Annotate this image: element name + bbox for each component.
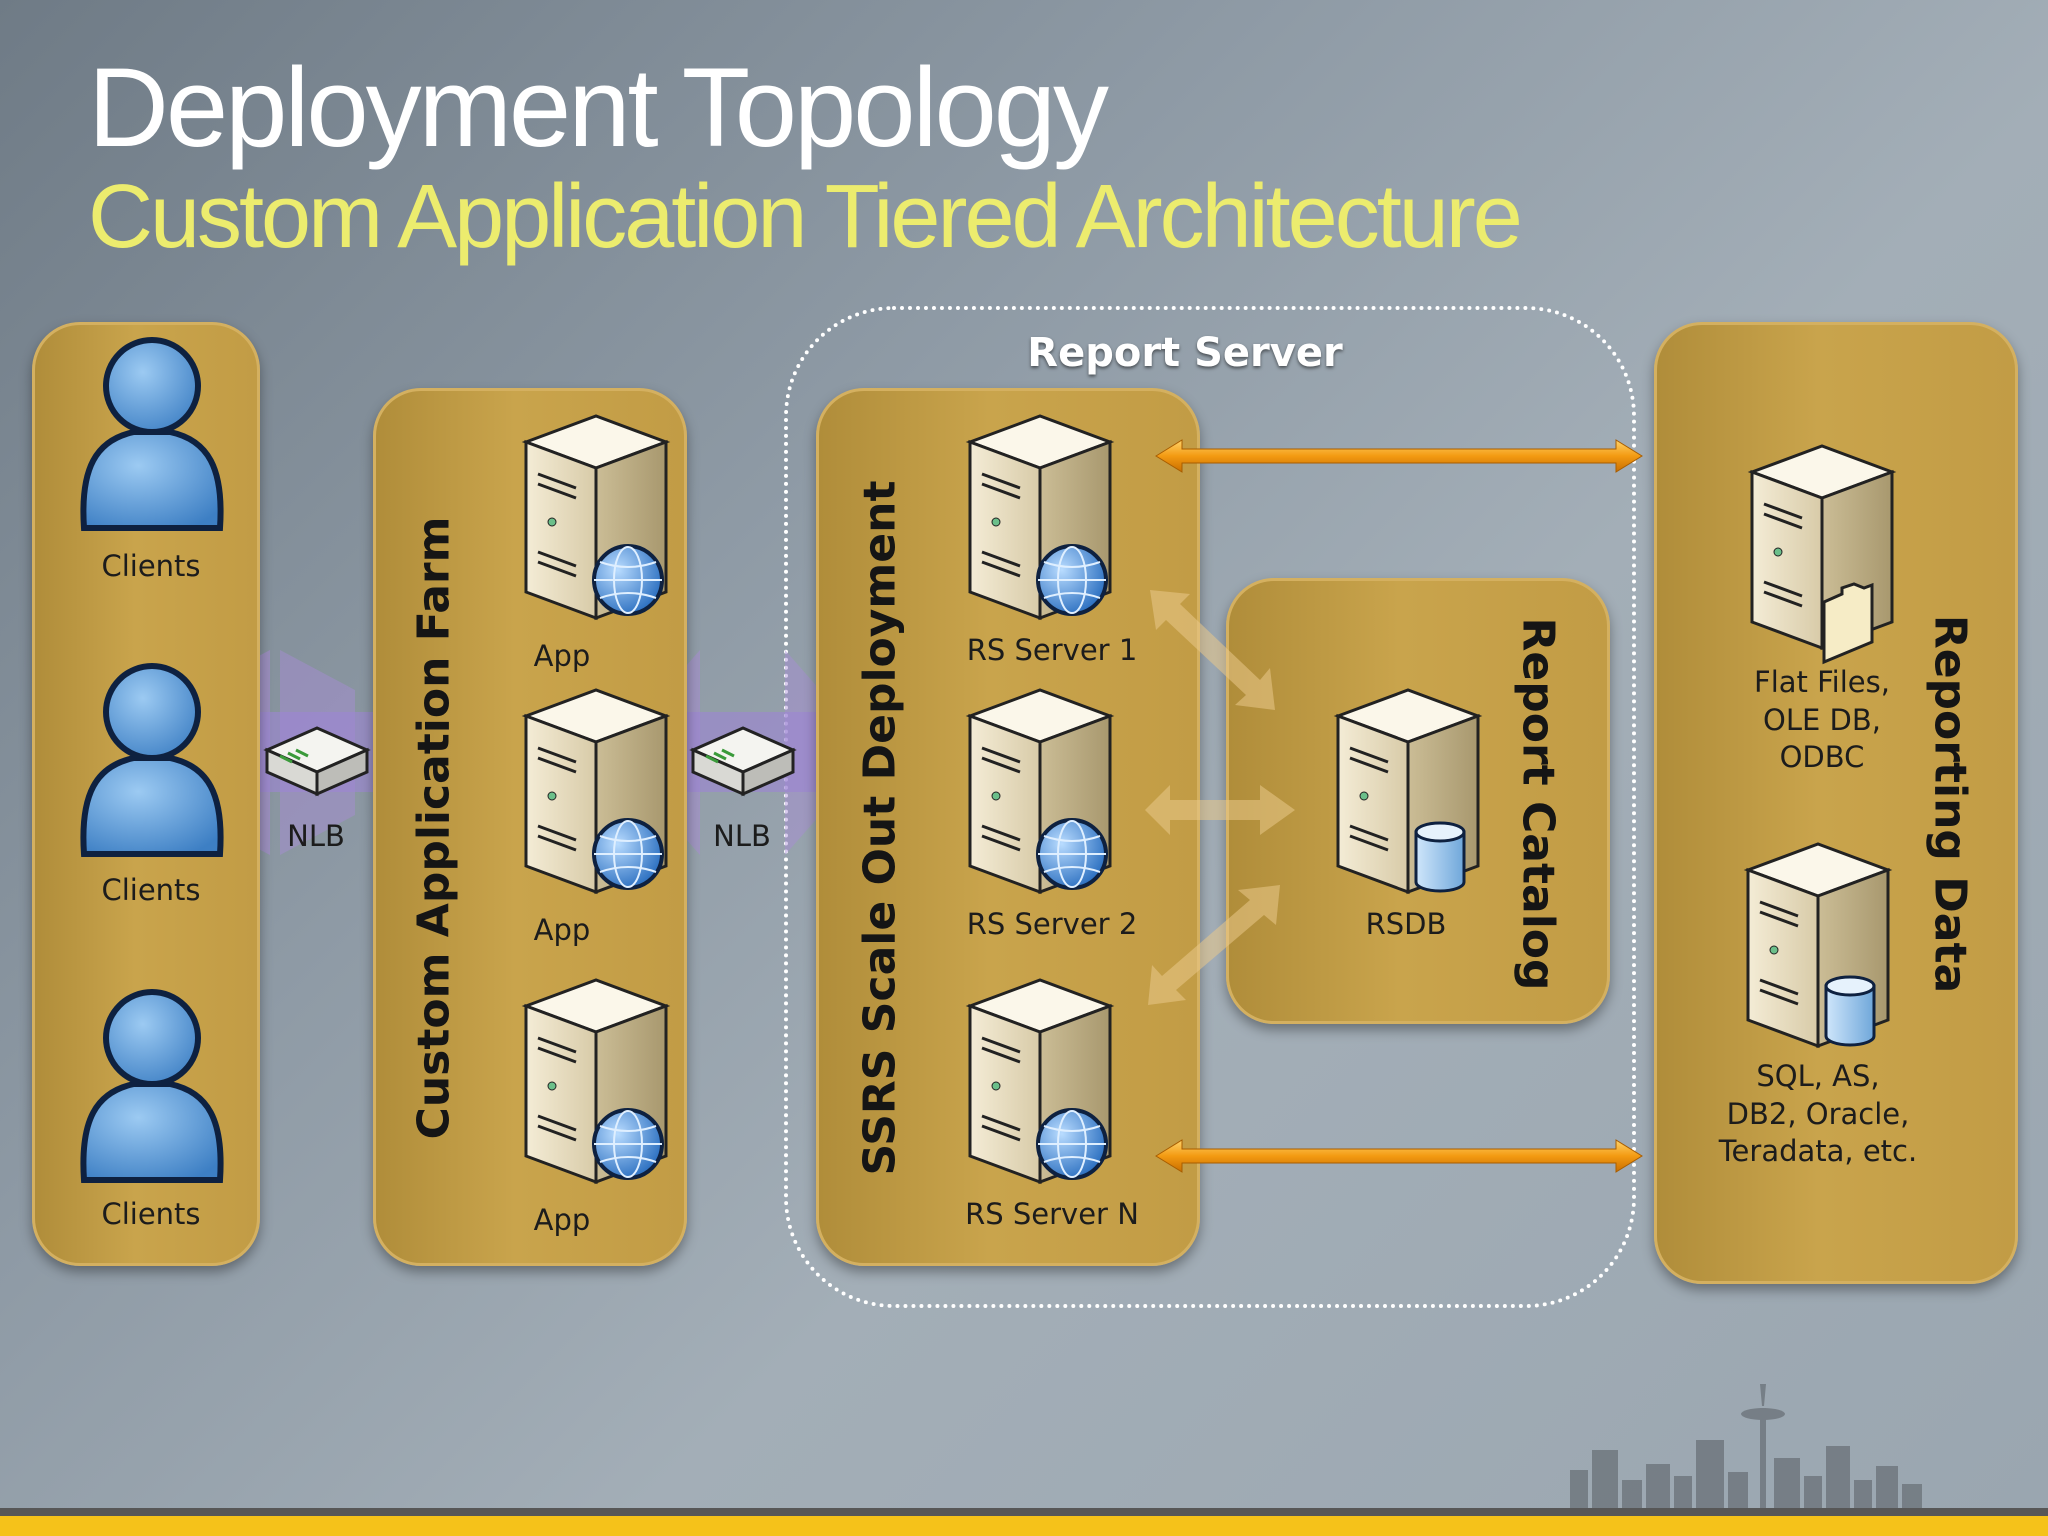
- database-server-icon: [1742, 840, 1902, 1050]
- footer-bar: [0, 1516, 2048, 1536]
- bottom-data-arrow: [1150, 1136, 1650, 1176]
- top-data-arrow: [1150, 436, 1650, 476]
- file-sources-label: Flat Files, OLE DB, ODBC: [1692, 664, 1952, 777]
- web-server-icon: [964, 412, 1124, 622]
- client-label: Clients: [41, 872, 261, 910]
- file-server-icon: [1746, 442, 1906, 672]
- nlb-label: NLB: [206, 818, 426, 856]
- footer-divider: [0, 1508, 2048, 1516]
- user-icon: [74, 328, 230, 538]
- database-sources-label: SQL, AS, DB2, Oracle, Teradata, etc.: [1678, 1058, 1958, 1171]
- rsdb-label: RSDB: [1296, 906, 1516, 944]
- web-server-icon: [520, 412, 680, 622]
- web-server-icon: [520, 976, 680, 1186]
- report-catalog-title: Report Catalog: [1513, 617, 1564, 990]
- load-balancer-icon: [688, 720, 798, 800]
- app-server-label: App: [452, 638, 672, 676]
- database-server-icon: [1332, 686, 1492, 896]
- web-server-icon: [964, 976, 1124, 1186]
- client-label: Clients: [41, 1196, 261, 1234]
- user-icon: [74, 980, 230, 1190]
- client-label: Clients: [41, 548, 261, 586]
- ssrs-title: SSRS Scale Out Deployment: [855, 481, 906, 1176]
- web-server-icon: [964, 686, 1124, 896]
- app-server-label: App: [452, 1202, 672, 1240]
- rs-server-label: RS Server 1: [922, 632, 1182, 670]
- web-server-icon: [520, 686, 680, 896]
- skyline-graphic: [1560, 1380, 1930, 1510]
- load-balancer-icon: [262, 720, 372, 800]
- app-server-label: App: [452, 912, 672, 950]
- rs-server-label: RS Server N: [922, 1196, 1182, 1234]
- rs-server-label: RS Server 2: [922, 906, 1182, 944]
